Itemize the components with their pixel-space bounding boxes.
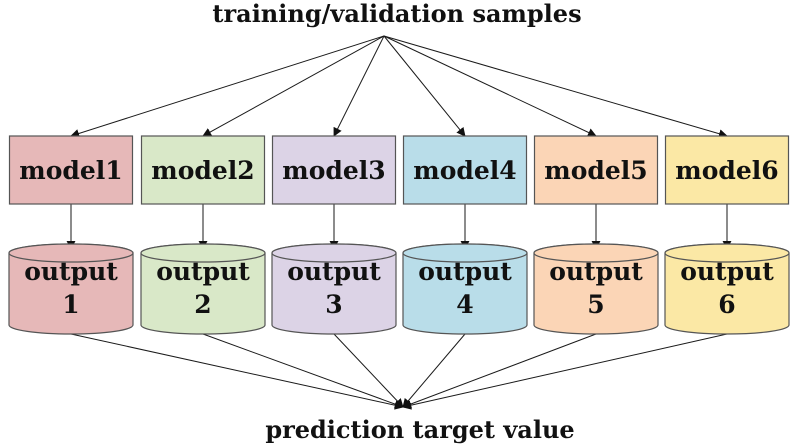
source-to-model-edge xyxy=(383,35,466,137)
output-to-target-edge xyxy=(402,333,597,409)
model-box: model2 xyxy=(140,135,266,205)
output-cylinder: output 2 xyxy=(140,243,266,335)
model-label: model2 xyxy=(151,156,254,185)
model-box-rect xyxy=(271,135,397,205)
model-box-rect xyxy=(664,135,790,205)
connector-edges xyxy=(66,35,732,410)
model-label: model6 xyxy=(675,156,778,185)
output-label-line1: output xyxy=(156,257,250,286)
model-box-rect xyxy=(402,135,528,205)
source-label: training/validation samples xyxy=(212,0,581,28)
model-label: model5 xyxy=(544,156,647,185)
output-label-line1: output xyxy=(549,257,643,286)
model-box-rect xyxy=(8,135,134,205)
model-box-rect xyxy=(533,135,659,205)
model-box: model6 xyxy=(664,135,790,205)
model-label: model1 xyxy=(19,156,122,185)
model-box: model5 xyxy=(533,135,659,205)
source-to-model-edge xyxy=(383,35,597,137)
output-cylinder-top xyxy=(402,243,528,263)
output-cylinder: output 3 xyxy=(271,243,397,335)
output-to-target-edge xyxy=(333,333,404,408)
output-cylinder-top xyxy=(533,243,659,263)
output-label-line1: output xyxy=(287,257,381,286)
output-cylinder: output 5 xyxy=(533,243,659,335)
output-row: output1output2output3output4output5outpu… xyxy=(8,243,790,335)
model-box-rect xyxy=(140,135,266,205)
output-cylinder-top xyxy=(140,243,266,263)
source-to-model-edge xyxy=(383,35,728,139)
output-cylinder-top xyxy=(271,243,397,263)
model-label: model3 xyxy=(282,156,385,185)
output-cylinder: output 1 xyxy=(8,243,134,335)
model-label: model4 xyxy=(413,156,516,185)
output-label-line1: output xyxy=(418,257,512,286)
output-to-target-edge xyxy=(402,333,466,408)
model-row: model1 model2 model3 model4 model5 model6 xyxy=(8,135,790,205)
source-to-model-edge xyxy=(202,35,385,137)
target-label: prediction target value xyxy=(265,415,574,444)
output-label-line2: 2 xyxy=(194,290,211,319)
model-box: model3 xyxy=(271,135,397,205)
source-to-model-edge xyxy=(70,35,385,138)
output-to-target-edge xyxy=(70,333,404,410)
output-cylinder-top xyxy=(664,243,790,263)
model-box: model1 xyxy=(8,135,134,205)
output-label-line2: 5 xyxy=(587,290,604,319)
output-label-line2: 1 xyxy=(62,290,79,319)
output-cylinder-top xyxy=(8,243,134,263)
source-to-model-edge xyxy=(333,35,385,137)
model-box: model4 xyxy=(402,135,528,205)
output-label-line2: 4 xyxy=(456,290,473,319)
output-label-line1: output xyxy=(680,257,774,286)
output-to-target-edge xyxy=(202,333,404,409)
output-label-line2: 3 xyxy=(325,290,342,319)
output-label-line1: output xyxy=(24,257,118,286)
output-label-line2: 6 xyxy=(718,290,735,319)
output-cylinder: output 4 xyxy=(402,243,528,335)
output-to-target-edge xyxy=(402,333,728,410)
output-cylinder: output 6 xyxy=(664,243,790,335)
